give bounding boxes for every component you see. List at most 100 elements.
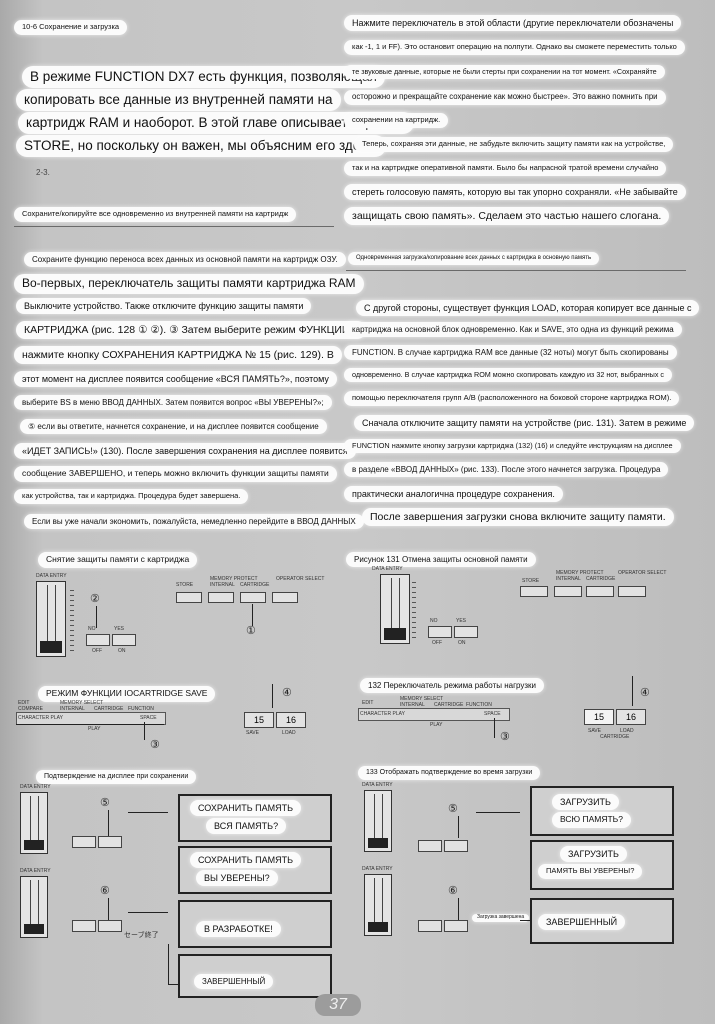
divider [346, 270, 686, 271]
section-title: 10-6 Сохранение и загрузка [14, 20, 128, 35]
no-button[interactable] [72, 920, 96, 932]
right-body-line: одновременно. В случае картриджа ROM мож… [344, 368, 673, 383]
marker-2: ② [90, 593, 100, 605]
figure-caption-133: 133 Отображать подтверждение во время за… [358, 766, 541, 781]
no-button[interactable] [418, 920, 442, 932]
edit-label: EDIT [18, 700, 30, 706]
yes-button[interactable] [444, 920, 468, 932]
right-body-line: Сначала отключите защиту памяти на устро… [354, 415, 695, 432]
figure-caption-129: РЕЖИМ ФУНКЦИИ IOCARTRIDGE SAVE [38, 686, 216, 702]
right-top-line: Нажмите переключатель в этой области (др… [344, 15, 682, 32]
right-top-line: стереть голосовую память, которую вы так… [344, 184, 686, 201]
right-body-line: помощью переключателя групп A/B (располо… [344, 391, 680, 406]
internal-button[interactable] [554, 586, 582, 597]
data-entry-label: DATA ENTRY [20, 868, 51, 874]
play-label: PLAY [88, 726, 101, 732]
right-top-line: Теперь, сохраняя эти данные, не забудьте… [354, 137, 674, 152]
left-body-line: «ИДЕТ ЗАПИСЬ!» (130). После завершения с… [14, 443, 356, 460]
store-button[interactable] [520, 586, 548, 597]
internal-label: INTERNAL [60, 706, 85, 712]
left-body-line: КАРТРИДЖА (рис. 128 ① ②). ③ Затем выбери… [16, 321, 367, 340]
marker-5: ⑤ [448, 803, 458, 815]
cartridge-button[interactable] [586, 586, 614, 597]
save-end-note: セーブ終了 [124, 932, 159, 939]
load-display-line: ЗАВЕРШЕННЫЙ [538, 914, 626, 931]
left-body-line: Сохраните функцию переноса всех данных и… [24, 252, 346, 268]
function-label: FUNCTION [466, 702, 492, 708]
data-entry-slider [364, 874, 392, 936]
store-button[interactable] [176, 592, 202, 603]
button-15[interactable]: 15 [584, 709, 614, 725]
yes-button[interactable] [98, 920, 122, 932]
no-button[interactable] [72, 836, 96, 848]
button-15[interactable]: 15 [244, 712, 274, 728]
no-button[interactable] [428, 626, 452, 638]
arrow-line [168, 944, 169, 984]
right-top-line: защищать свою память». Сделаем это часть… [344, 207, 670, 226]
data-entry-label: DATA ENTRY [362, 782, 393, 788]
operator-select-label: OPERATOR SELECT [618, 570, 667, 576]
yes-button[interactable] [112, 634, 136, 646]
operator-select-button[interactable] [272, 592, 298, 603]
left-body-line: как устройства, так и картриджа. Процеду… [14, 489, 249, 504]
memory-select-label: MEMORY SELECT [400, 696, 444, 702]
save-display-line: В РАЗРАБОТКЕ! [196, 921, 281, 938]
memory-protect-label: MEMORY PROTECT [556, 570, 604, 576]
left-body-line: Во-первых, переключатель защиты памяти к… [14, 274, 364, 294]
page-number: 37 [315, 994, 361, 1016]
save-label: SAVE [588, 728, 601, 734]
button-row [358, 708, 510, 721]
yes-label: YES [456, 618, 467, 624]
load-display-line: ЗАГРУЗИТЬ [552, 794, 619, 811]
arrow-line [144, 722, 145, 740]
operator-select-button[interactable] [618, 586, 646, 597]
data-entry-slider [364, 790, 392, 852]
left-body-line: сообщение ЗАВЕРШЕНО, и теперь можно вклю… [14, 466, 337, 482]
no-button[interactable] [86, 634, 110, 646]
load-display-line: ВСЮ ПАМЯТЬ? [552, 812, 631, 828]
marker-3: ③ [150, 739, 160, 751]
right-heading: Одновременная загрузка/копирование всех … [348, 252, 600, 265]
left-body-line: этот момент на дисплее появится сообщени… [14, 371, 337, 388]
character-play-label: CHARACTER PLAY [360, 711, 405, 717]
button-16[interactable]: 16 [616, 709, 646, 725]
intro-line-3: картридж RAM и наоборот. В этой главе оп… [18, 112, 414, 134]
marker-6: ⑥ [100, 885, 110, 897]
arrow-line [476, 812, 520, 813]
cartridge-label: CARTRIDGE [586, 576, 616, 582]
left-body-line: Выключите устройство. Также отключите фу… [16, 298, 312, 315]
yes-button[interactable] [98, 836, 122, 848]
right-body-line: После завершения загрузки снова включите… [362, 508, 674, 527]
right-body-line: в разделе «ВВОД ДАННЫХ» (рис. 133). Посл… [344, 462, 669, 478]
arrow-line [96, 606, 97, 628]
arrow-line [632, 676, 633, 706]
yes-button[interactable] [444, 840, 468, 852]
internal-label: INTERNAL [400, 702, 425, 708]
left-body-line: нажмите кнопку СОХРАНЕНИЯ КАРТРИДЖА № 15… [14, 346, 342, 365]
marker-5: ⑤ [100, 797, 110, 809]
marker-4: ④ [282, 687, 292, 699]
arrow-line [272, 684, 273, 708]
right-top-line: осторожно и прекращайте сохранение как м… [344, 90, 666, 105]
no-label: NO [88, 626, 96, 632]
load-end-note: Загрузка завершена [472, 914, 530, 922]
marker-1: ① [246, 625, 256, 637]
data-entry-slider [20, 792, 48, 854]
data-entry-slider [36, 581, 66, 657]
arrow-line [458, 816, 459, 838]
off-label: OFF [92, 648, 102, 654]
save-display-line: ВСЯ ПАМЯТЬ? [206, 818, 287, 835]
on-label: ON [458, 640, 466, 646]
right-body-line: FUNCTION нажмите кнопку загрузки картрид… [344, 439, 681, 454]
cartridge-button[interactable] [240, 592, 266, 603]
function-label: FUNCTION [128, 706, 154, 712]
handwritten-mark: 2-3. [36, 168, 50, 177]
intro-line-2: копировать все данные из внутренней памя… [16, 89, 341, 111]
button-16[interactable]: 16 [276, 712, 306, 728]
yes-button[interactable] [454, 626, 478, 638]
cartridge-label: CARTRIDGE [434, 702, 464, 708]
arrow-line [520, 920, 530, 921]
no-button[interactable] [418, 840, 442, 852]
internal-button[interactable] [208, 592, 234, 603]
